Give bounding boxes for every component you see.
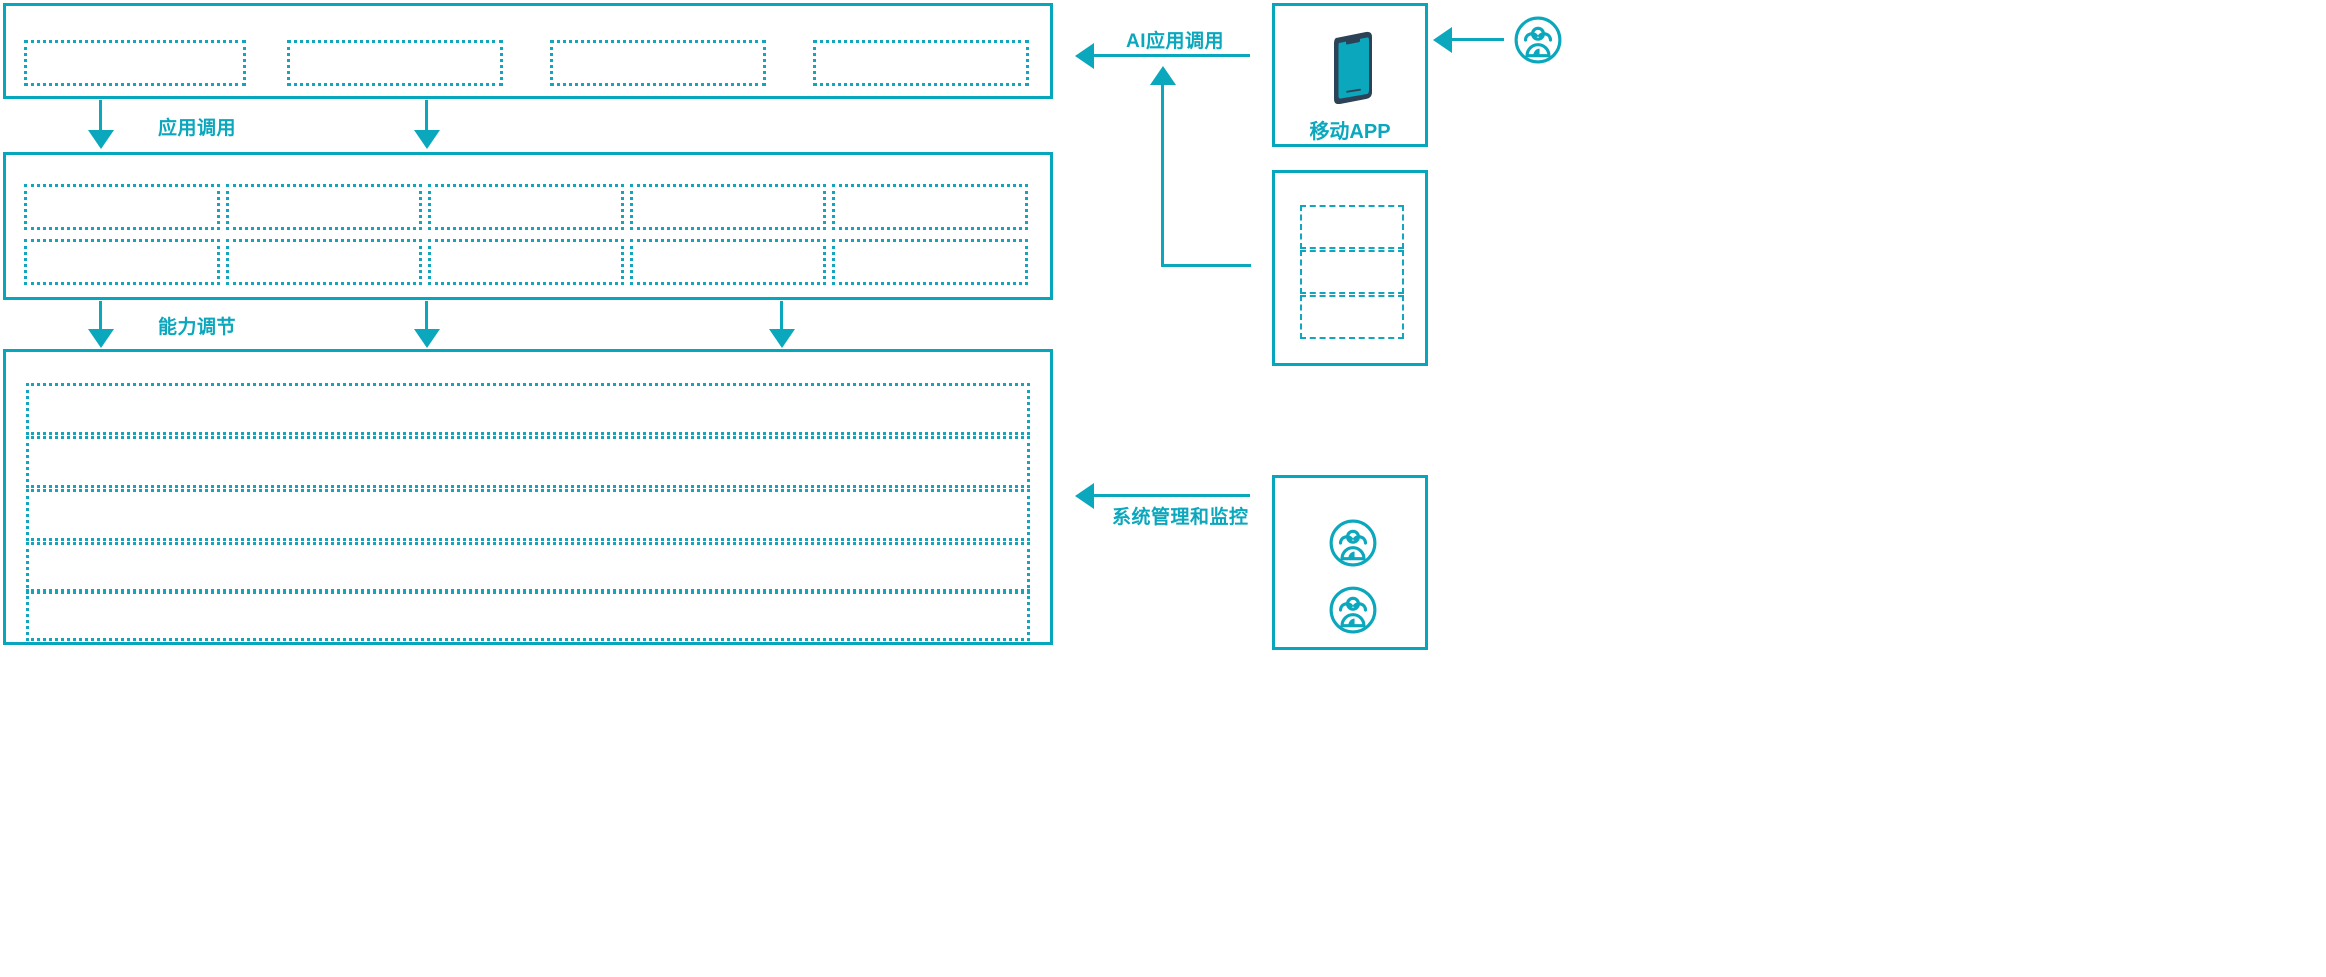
mobile-app-label: 移动APP — [1309, 121, 1391, 143]
cap-slot-r2c1[interactable] — [24, 239, 220, 285]
app-slot-3[interactable] — [550, 40, 766, 86]
app-call-connector-line-right — [425, 100, 428, 133]
channel-slot-1[interactable] — [1300, 205, 1404, 249]
ai-app-call-riser-line — [1161, 85, 1164, 266]
operator-icon-1 — [1328, 518, 1378, 568]
app-call-arrow-right — [414, 130, 440, 149]
app-call-connector-line-left — [99, 100, 102, 133]
capability-connector-line-2 — [425, 301, 428, 332]
external-user-icon — [1513, 15, 1563, 65]
app-slot-1[interactable] — [24, 40, 246, 86]
mobile-app-card[interactable]: 移动APP — [1272, 3, 1428, 147]
capability-arrow-2 — [414, 329, 440, 348]
app-call-label: 应用调用 — [158, 118, 237, 139]
ai-app-call-riser-foot — [1161, 264, 1251, 267]
external-user-arrow-line — [1452, 38, 1504, 41]
channel-slot-2[interactable] — [1300, 250, 1404, 294]
cap-slot-r2c5[interactable] — [832, 239, 1028, 285]
capability-adjust-label: 能力调节 — [158, 317, 237, 338]
platform-band-2[interactable] — [26, 436, 1030, 488]
app-call-arrow-left — [88, 130, 114, 149]
app-slot-4[interactable] — [813, 40, 1029, 86]
platform-band-1[interactable] — [26, 383, 1030, 435]
cap-slot-r2c2[interactable] — [226, 239, 422, 285]
platform-band-4[interactable] — [26, 542, 1030, 594]
external-user-arrowhead — [1433, 27, 1452, 53]
cap-slot-r1c3[interactable] — [428, 184, 624, 230]
platform-band-5[interactable] — [26, 589, 1030, 641]
ai-app-call-arrowhead — [1075, 43, 1094, 69]
capability-arrow-3 — [769, 329, 795, 348]
operator-icon-2 — [1328, 585, 1378, 635]
system-mgmt-label: 系统管理和监控 — [1112, 507, 1249, 528]
system-mgmt-arrowhead — [1075, 483, 1094, 509]
platform-layer-panel — [3, 349, 1053, 645]
channel-slot-3[interactable] — [1300, 295, 1404, 339]
system-mgmt-line — [1094, 494, 1250, 497]
cap-slot-r1c1[interactable] — [24, 184, 220, 230]
app-slot-2[interactable] — [287, 40, 503, 86]
capability-connector-line-3 — [780, 301, 783, 332]
capability-arrow-1 — [88, 329, 114, 348]
ai-app-call-line — [1094, 54, 1250, 57]
cap-slot-r2c4[interactable] — [630, 239, 826, 285]
channel-card[interactable] — [1272, 170, 1428, 366]
ai-app-call-label: AI应用调用 — [1126, 31, 1225, 52]
operators-card[interactable] — [1272, 475, 1428, 650]
cap-slot-r1c5[interactable] — [832, 184, 1028, 230]
ai-app-call-riser-arrowhead — [1150, 66, 1176, 85]
platform-band-3[interactable] — [26, 489, 1030, 541]
capability-connector-line-1 — [99, 301, 102, 332]
cap-slot-r2c3[interactable] — [428, 239, 624, 285]
cap-slot-r1c4[interactable] — [630, 184, 826, 230]
capability-layer-panel — [3, 152, 1053, 300]
mobile-phone-icon — [1322, 28, 1384, 104]
cap-slot-r1c2[interactable] — [226, 184, 422, 230]
